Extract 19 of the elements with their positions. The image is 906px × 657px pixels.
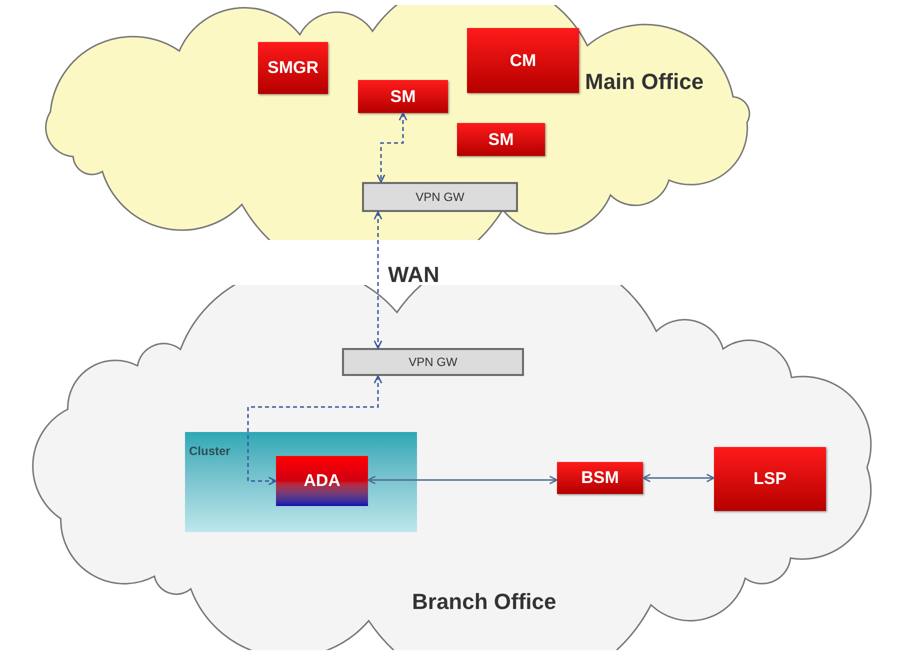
- server-box: SM: [358, 80, 448, 113]
- connector-arrow: [374, 211, 382, 349]
- connector-arrow: [376, 112, 408, 183]
- server-box: ADA: [276, 456, 368, 506]
- gateway-box: VPN GW: [362, 182, 518, 212]
- gateway-box: VPN GW: [342, 348, 524, 376]
- connector-arrow: [367, 476, 558, 484]
- cluster-label: Cluster: [189, 444, 230, 458]
- connector-arrow: [642, 474, 715, 482]
- network-label: WAN: [388, 261, 440, 289]
- cluster-panel: [185, 432, 417, 532]
- cloud-title: Main Office: [585, 68, 704, 96]
- server-box: SM: [457, 123, 545, 156]
- server-box: LSP: [714, 447, 826, 511]
- server-box: CM: [467, 28, 579, 93]
- server-box: BSM: [557, 462, 643, 494]
- cloud-title: Branch Office: [412, 588, 556, 616]
- server-box: SMGR: [258, 42, 328, 94]
- connector-arrow: [247, 375, 382, 486]
